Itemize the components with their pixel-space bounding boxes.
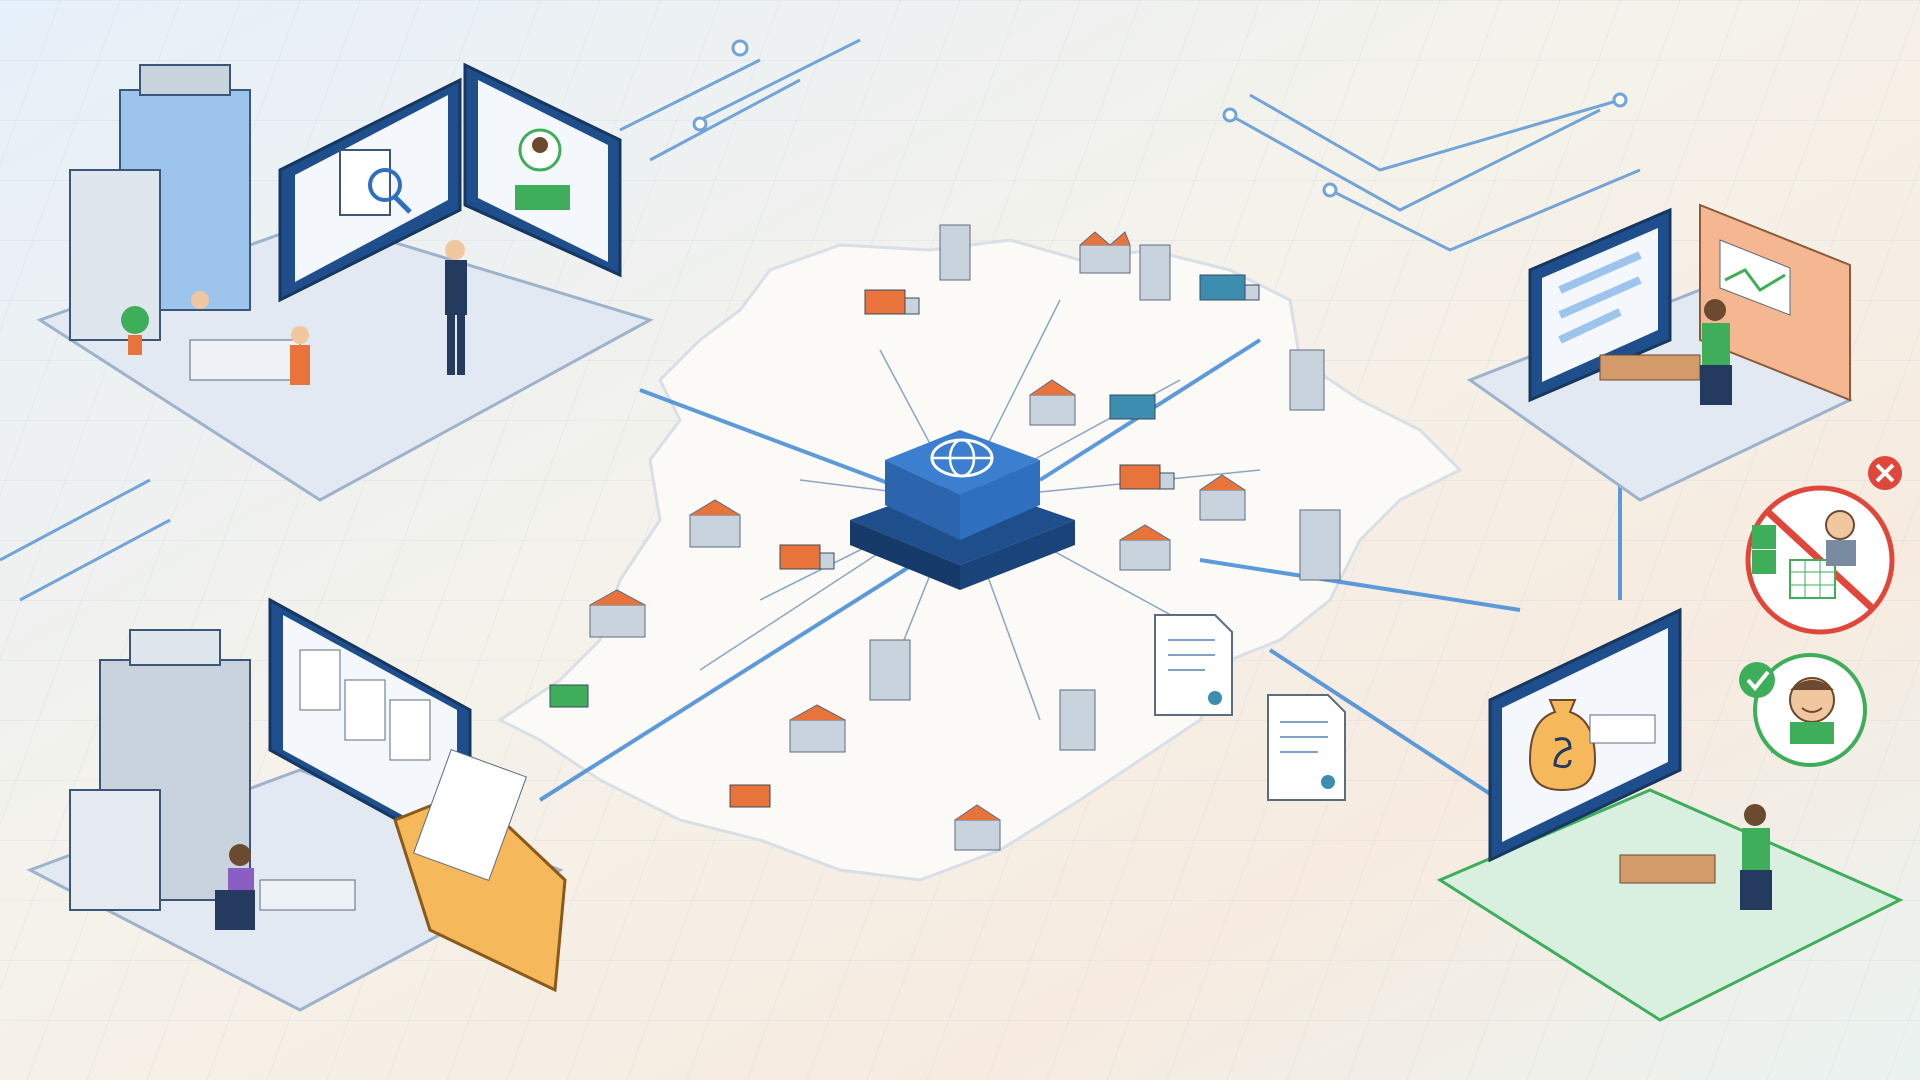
monitor-user-profile	[463, 62, 622, 278]
truck-icon	[549, 394, 1175, 808]
money-bag-icon	[1528, 699, 1597, 792]
truck-icon	[864, 289, 920, 315]
node-spokes	[699, 299, 1261, 721]
documents-icon	[299, 649, 431, 761]
happy-user-icon	[1789, 677, 1835, 744]
contract-document-icon	[1154, 614, 1233, 716]
stressed-person-icon	[1825, 510, 1856, 566]
worker-at-desk-icon	[1599, 299, 1732, 405]
office-building-icon	[69, 629, 251, 911]
folder-icon	[393, 748, 567, 993]
monitor-documents	[268, 597, 472, 863]
truck-icon	[1199, 274, 1260, 301]
map-nodes	[549, 224, 1341, 851]
warehouse-icon	[589, 524, 1171, 753]
worker-at-desk-icon	[1619, 804, 1772, 910]
panel-top-left	[36, 62, 654, 502]
panel-bottom-right	[1436, 607, 1904, 1022]
error-badge	[1745, 456, 1902, 635]
worker-at-desk-icon	[215, 844, 356, 930]
monitor-document-search	[278, 77, 462, 303]
shop-icon	[689, 379, 1246, 851]
user-profile-icon	[515, 128, 570, 210]
payment-monitor	[1488, 607, 1682, 863]
chart-board-icon	[1699, 203, 1851, 402]
central-hub	[850, 430, 1075, 590]
document-search-icon	[339, 149, 412, 216]
desk-workers-icon	[189, 291, 310, 385]
globe-icon	[930, 438, 994, 478]
circuit-traces	[0, 38, 1641, 602]
close-icon	[1868, 456, 1902, 490]
panel-bottom-left	[26, 597, 567, 1012]
contract-document-icon	[1267, 694, 1346, 801]
factory-icon	[1079, 231, 1131, 274]
office-tower-icon	[869, 224, 1341, 751]
web-form-icon	[1528, 207, 1672, 403]
presenter-person-icon	[445, 240, 467, 375]
success-badge	[1739, 653, 1867, 767]
potted-plant-icon	[121, 306, 149, 355]
panel-platform	[1436, 788, 1904, 1022]
panel-top-right	[1466, 203, 1853, 502]
spreadsheet-icon	[1752, 525, 1836, 599]
check-icon	[1739, 662, 1775, 698]
